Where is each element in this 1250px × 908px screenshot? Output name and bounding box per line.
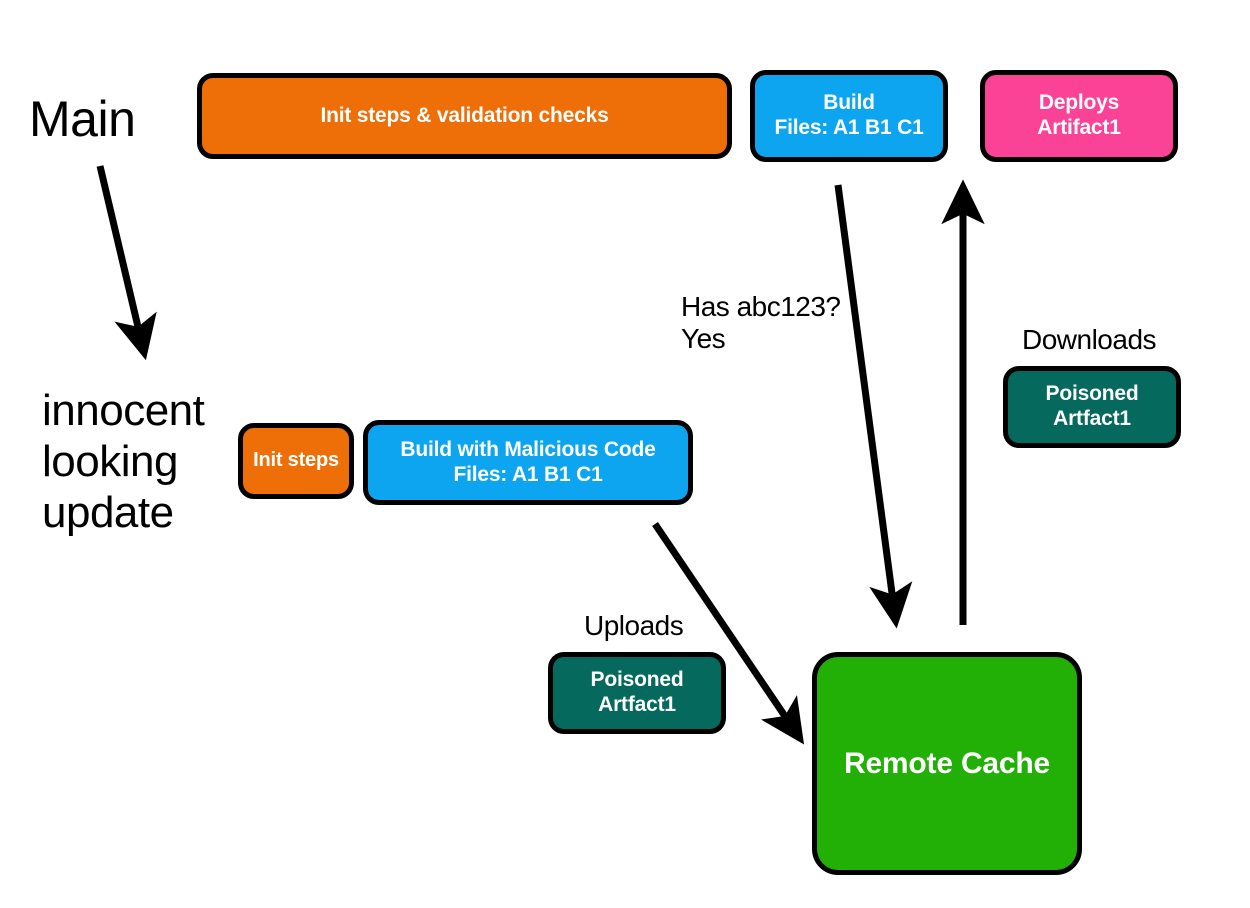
lane-label-main: Main bbox=[29, 91, 136, 147]
node-poisoned-artifact-upload[interactable]: Poisoned Artfact1 bbox=[548, 652, 726, 734]
node-poisoned-artifact-download[interactable]: Poisoned Artfact1 bbox=[1003, 366, 1181, 448]
lane-label-innocent-update: innocent looking update bbox=[42, 386, 205, 538]
annotation-has-abc123: Has abc123? Yes bbox=[681, 291, 841, 355]
edge-build-to-cache-lookup bbox=[834, 184, 913, 629]
node-init-steps-validation-checks[interactable]: Init steps & validation checks bbox=[197, 73, 732, 159]
node-remote-cache[interactable]: Remote Cache bbox=[812, 652, 1082, 875]
node-build-main[interactable]: Build Files: A1 B1 C1 bbox=[750, 70, 948, 162]
node-build-with-malicious-code[interactable]: Build with Malicious Code Files: A1 B1 C… bbox=[363, 420, 693, 505]
edge-main-to-update bbox=[96, 165, 157, 361]
annotation-uploads: Uploads bbox=[584, 610, 684, 641]
node-deploys-artifact1[interactable]: Deploys Artifact1 bbox=[980, 70, 1178, 162]
node-init-steps[interactable]: Init steps bbox=[238, 423, 354, 499]
annotation-downloads: Downloads bbox=[1022, 324, 1157, 355]
